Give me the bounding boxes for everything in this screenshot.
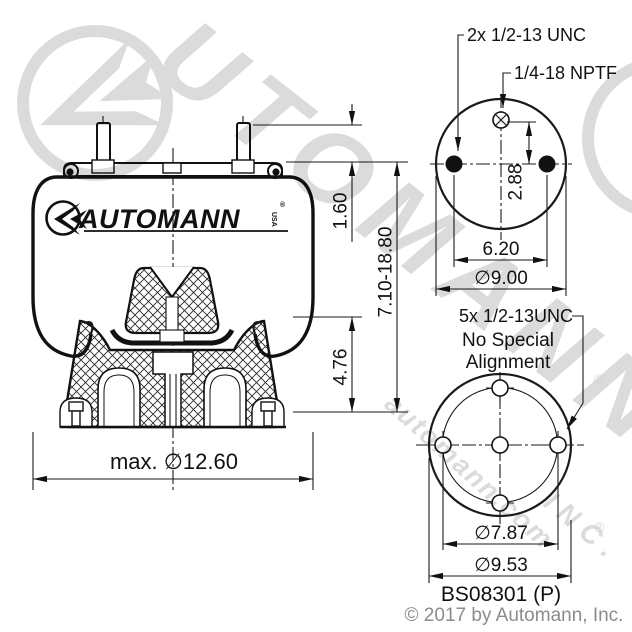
dim-design-height: 7.10-18.80	[376, 162, 401, 412]
watermark-layer: UTOMANN automann.com INC. ® ®	[17, 0, 632, 569]
bolt-hole-center	[486, 431, 514, 459]
dim-max-diameter-text: max. ∅12.60	[110, 449, 238, 474]
bolt-hole-top	[486, 374, 514, 402]
skirt-arch-right-inner	[209, 374, 241, 427]
bellows-lobe-left	[83, 321, 94, 335]
dim-flange-diameter-text: ∅9.53	[474, 555, 528, 576]
plate-center-tab	[162, 162, 182, 174]
dim-bolt-circle-text: ∅7.87	[474, 523, 528, 544]
dim-stud-spacing-text: 6.20	[483, 239, 520, 260]
dim-stud-height: 1.60	[331, 104, 356, 242]
top-view: 2.88 6.20 ∅9.00 2x 1/2-13 UNC 1/4-18 NPT…	[430, 25, 617, 296]
label-bolts: 5x 1/2-13UNC	[459, 306, 573, 326]
watermark-partial-ring-icon	[582, 62, 632, 214]
skirt-arch-right	[203, 367, 247, 428]
top-stud-left	[96, 122, 111, 163]
logo-registered-mark: ®	[280, 201, 286, 209]
bottom-stud-right	[263, 410, 273, 427]
bolt-holes	[429, 374, 572, 517]
bolt-hole-bottom	[486, 489, 514, 517]
dim-stud-spacing: 6.20	[453, 175, 548, 267]
bumper-center-nut	[159, 329, 185, 343]
watermark-logo-arrow-icon	[40, 38, 173, 126]
dim-port-offset: 2.88	[506, 121, 536, 201]
bottom-stud-right-nut	[260, 401, 276, 412]
dim-port-offset-text: 2.88	[506, 164, 527, 201]
label-bolts-leader: 5x 1/2-13UNC	[459, 306, 584, 430]
mount-stud-left	[445, 155, 463, 173]
label-studs-leader: 2x 1/2-13 UNC	[454, 25, 586, 151]
bumper-center-sleeve	[165, 296, 179, 334]
copyright-text: © 2017 by Automann, Inc.	[405, 605, 624, 626]
lower-bead-plate	[109, 328, 235, 346]
skirt-arch-left	[97, 367, 141, 428]
dim-piston-height-text: 4.76	[331, 349, 352, 386]
dim-plate-diameter-text: ∅9.00	[474, 268, 528, 289]
air-port	[492, 111, 510, 129]
label-port: 1/4-18 NPTF	[514, 63, 617, 83]
logo-arrow-icon	[54, 203, 80, 235]
dim-piston-height: 4.76	[331, 317, 356, 412]
bottom-view: 5x 1/2-13UNC No Special Alignment ∅7.87 …	[405, 306, 624, 626]
bottom-stud-left	[71, 410, 81, 427]
logo-usa-text: USA	[270, 212, 277, 227]
watermark-domain-text: automann.com	[379, 388, 560, 555]
dim-flange-diameter: ∅9.53	[428, 458, 572, 583]
logo-arrow-inner-icon	[70, 210, 87, 229]
dim-design-height-text: 7.10-18.80	[376, 227, 397, 318]
extension-lines	[32, 124, 408, 490]
internal-bumper	[124, 266, 220, 343]
watermark-registered-1: ®	[594, 371, 605, 387]
watermark-registered-2: ®	[594, 519, 605, 535]
piston-skirt	[59, 319, 286, 429]
plate-bead-right-core	[272, 168, 280, 176]
label-port-leader: 1/4-18 NPTF	[499, 63, 617, 108]
skirt-arch-left-inner	[103, 374, 135, 427]
dim-stud-height-text: 1.60	[331, 193, 352, 230]
bellows-lobe-right	[252, 321, 263, 335]
label-alignment-line2: Alignment	[466, 352, 551, 373]
automann-logo: AUTOMANN USA ®	[45, 200, 288, 236]
bellows-outline	[31, 175, 315, 358]
side-view: 1.60 7.10-18.80 4.76 max. ∅12.60	[31, 104, 408, 492]
mount-stud-right	[538, 155, 556, 173]
watermark-logo-ring-icon	[17, 25, 173, 181]
bumper-notch	[150, 267, 194, 297]
dim-max-diameter: max. ∅12.60	[33, 449, 313, 483]
bottom-stud-left-nut	[68, 401, 84, 412]
logo-wordmark: AUTOMANN	[78, 204, 240, 234]
bolt-hole-left	[429, 431, 457, 459]
label-studs: 2x 1/2-13 UNC	[467, 25, 586, 45]
part-number: BS08301 (P)	[441, 583, 561, 606]
bolt-hole-right	[544, 431, 572, 459]
dim-plate-diameter: ∅9.00	[435, 176, 567, 296]
label-alignment-line1: No Special	[462, 330, 554, 351]
dim-bolt-circle: ∅7.87	[442, 456, 559, 550]
stud-right-base	[231, 159, 255, 174]
